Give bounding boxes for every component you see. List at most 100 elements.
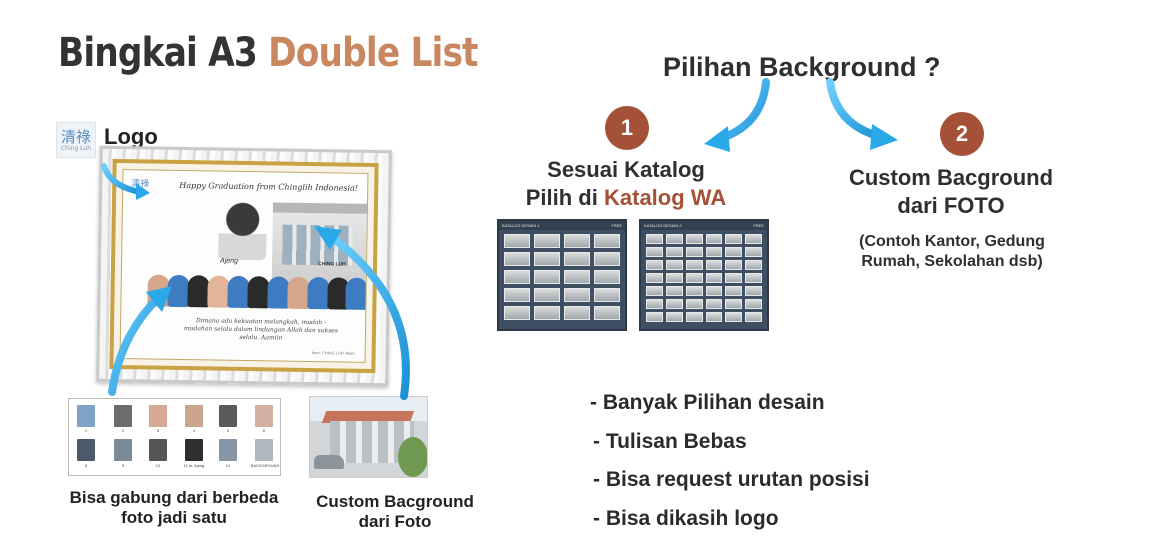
- building-photo: [309, 396, 428, 478]
- brand-logo-tiny: Ching Luh: [60, 144, 92, 152]
- catalog-thumbnail: [705, 260, 723, 270]
- option-1-line2-prefix: Pilih di: [525, 185, 598, 210]
- arrow-option-1-icon: [704, 78, 770, 152]
- catalog-thumbnail: [725, 273, 743, 283]
- catalog-thumbnail: [705, 312, 723, 322]
- catalog-thumbnail: [646, 273, 663, 283]
- catalog-thumbnail: [504, 270, 530, 284]
- catalog-thumbnail: [685, 260, 703, 270]
- catalog-thumbnail: [646, 260, 663, 270]
- catalog-thumbnail: [564, 270, 590, 284]
- collage-photo: [149, 405, 167, 427]
- catalog-thumbnail: [646, 234, 663, 244]
- catalog-thumbnail: [646, 299, 663, 309]
- catalog-thumbnail: [564, 306, 590, 320]
- feature-item: - Banyak Pilihan desain: [590, 391, 825, 414]
- catalog-thumbnail: [504, 234, 530, 248]
- catalog-thumbnail: [594, 234, 620, 248]
- catalog-thumbnail: [685, 234, 703, 244]
- catalog-thumbnail: [745, 247, 762, 257]
- logo-label: Logo: [104, 124, 158, 149]
- arrow-option-2-icon: [826, 78, 898, 150]
- catalog-thumbnail: [745, 299, 762, 309]
- catalog-thumbnail: [685, 247, 703, 257]
- catalog-thumbnail: [594, 306, 620, 320]
- catalog-design-1: KATALOG DESAIN 1 FREE: [497, 219, 627, 331]
- option-1-line1: Sesuai Katalog: [547, 157, 705, 182]
- catalog-thumbnail: [685, 286, 703, 296]
- collage-label: 12: [225, 463, 231, 468]
- feature-item: - Bisa dikasih logo: [593, 506, 779, 530]
- collage-label: 3: [156, 428, 160, 433]
- background-question: Pilihan Background ?: [663, 52, 941, 82]
- catalog-thumbnail: [504, 306, 530, 320]
- collage-photo: [149, 439, 167, 461]
- catalog-thumbnail: [534, 288, 560, 302]
- catalog-thumbnail: [725, 286, 743, 296]
- option-2-line2: dari FOTO: [897, 193, 1005, 218]
- catalog-thumbnail: [745, 234, 762, 244]
- catalog-thumbnail: [594, 252, 620, 266]
- catalog-thumbnail: [685, 312, 703, 322]
- option-2-badge: 2: [940, 112, 984, 156]
- catalog-thumbnail: [564, 288, 590, 302]
- catalog-thumbnail: [705, 273, 723, 283]
- collage-label: 10: [155, 463, 161, 468]
- option-2-text: Custom Bacground dari FOTO: [818, 164, 1084, 220]
- catalog-thumbnail: [534, 252, 560, 266]
- catalog-2-grid: [641, 230, 767, 326]
- artwork-brand: CHING LUH: [317, 261, 346, 268]
- building-caption: Custom Bacground dari Foto: [316, 492, 474, 531]
- collage-photo: [114, 405, 132, 427]
- option-1-line2: Pilih di Katalog WA: [476, 184, 776, 212]
- catalog-thumbnail: [665, 273, 683, 283]
- catalog-design-2: KATALOG DESAIN 2 FREE: [639, 219, 769, 331]
- artwork-message: Dimana ada kekuatan melangkah, mudah - m…: [183, 317, 339, 342]
- catalog-thumbnail: [646, 247, 663, 257]
- catalog-1-title: KATALOG DESAIN 1: [502, 223, 540, 228]
- artwork-from: from: CHING LUH Team: [311, 350, 355, 356]
- catalog-thumbnail: [665, 286, 683, 296]
- photo-collage: 1 2 3 4 5 6 8 9 10 11 dr. Ajeng 12 BACKG…: [68, 398, 281, 476]
- frame-mockup: 清祿 Happy Graduation from Chinglih Indone…: [96, 145, 392, 387]
- collage-photo: [77, 405, 95, 427]
- catalog-thumbnail: [705, 286, 723, 296]
- catalog-thumbnail: [685, 299, 703, 309]
- catalog-thumbnail: [725, 247, 743, 257]
- collage-photo: [255, 439, 273, 461]
- collage-photo: [255, 405, 273, 427]
- option-1-text: Sesuai Katalog Pilih di Katalog WA: [476, 156, 776, 212]
- catalog-thumbnail: [705, 247, 723, 257]
- title-part-1: Bingkai A3: [58, 30, 258, 76]
- catalog-2-header: KATALOG DESAIN 2 FREE: [641, 221, 767, 230]
- catalog-1-tag: FREE: [611, 223, 622, 228]
- catalog-2-tag: FREE: [753, 223, 764, 228]
- page-title: Bingkai A3 Double List: [58, 30, 478, 76]
- catalog-thumbnail: [705, 234, 723, 244]
- catalog-thumbnail: [665, 234, 683, 244]
- catalog-thumbnail: [725, 299, 743, 309]
- collage-photo: [185, 439, 203, 461]
- artwork-name: Ajeng: [220, 257, 239, 265]
- artwork-logo: 清祿: [131, 179, 150, 190]
- catalog-thumbnail: [665, 299, 683, 309]
- option-1-line2-accent: Katalog WA: [604, 185, 727, 210]
- catalog-thumbnail: [725, 312, 743, 322]
- catalog-thumbnail: [685, 273, 703, 283]
- collage-photo: [185, 405, 203, 427]
- catalog-thumbnail: [745, 260, 762, 270]
- collage-label: 2: [121, 428, 125, 433]
- collage-photo: [77, 439, 95, 461]
- catalog-thumbnail: [665, 312, 683, 322]
- collage-photo: [219, 439, 237, 461]
- catalog-thumbnail: [534, 306, 560, 320]
- frame-gold-border: 清祿 Happy Graduation from Chinglih Indone…: [109, 158, 379, 374]
- collage-photo: [114, 439, 132, 461]
- catalog-thumbnail: [534, 270, 560, 284]
- catalog-thumbnail: [564, 234, 590, 248]
- artwork-greeting: Happy Graduation from Chinglih Indonesia…: [179, 180, 359, 193]
- collage-label: 11 dr. Ajeng: [183, 463, 205, 468]
- catalog-thumbnail: [725, 234, 743, 244]
- feature-list: - Banyak Pilihan desain - Tulisan Bebas …: [590, 390, 870, 544]
- collage-label: 9: [121, 463, 125, 468]
